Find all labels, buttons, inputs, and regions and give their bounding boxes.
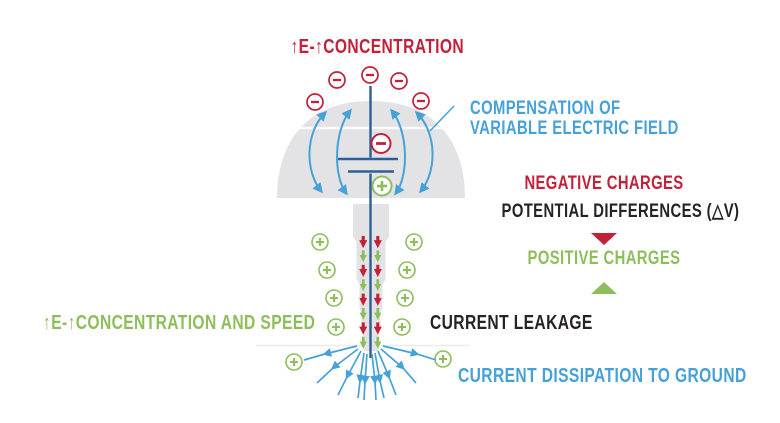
stem-current-arrows <box>359 236 382 349</box>
top-title: ↑E-↑CONCENTRATION <box>266 37 476 57</box>
positive-marker-triangle-icon <box>591 282 617 294</box>
current-leakage-label: CURRENT LEAKAGE <box>430 312 593 334</box>
compensation-line2: VARIABLE ELECTRIC FIELD <box>470 118 679 139</box>
negative-marker-triangle-icon <box>591 233 617 245</box>
ground-dissipation-rays <box>303 345 437 401</box>
capacitor-minus-charge-icon <box>370 133 392 154</box>
minus-charge-icons <box>306 66 430 111</box>
legend-block: NEGATIVE CHARGES POTENTIAL DIFFERENCES (… <box>468 174 740 294</box>
concentration-speed-label: ↑E-↑CONCENTRATION AND SPEED <box>43 312 316 334</box>
compensation-label: COMPENSATION OF VARIABLE ELECTRIC FIELD <box>470 99 738 139</box>
negative-charges-label: NEGATIVE CHARGES <box>524 173 684 194</box>
current-dissipation-label: CURRENT DISSIPATION TO GROUND <box>458 365 747 387</box>
field-compensation-arrows <box>308 108 434 196</box>
compensation-callout-line <box>429 105 455 132</box>
potential-differences-label: POTENTIAL DIFFERENCES (△V) <box>501 201 740 222</box>
capacitor-plus-charge-icon <box>371 175 393 197</box>
plus-charge-icons <box>285 233 452 371</box>
compensation-line1: COMPENSATION OF <box>470 98 621 119</box>
positive-charges-label: POSITIVE CHARGES <box>527 248 681 269</box>
top-title-text: ↑E-↑CONCENTRATION <box>290 36 465 58</box>
